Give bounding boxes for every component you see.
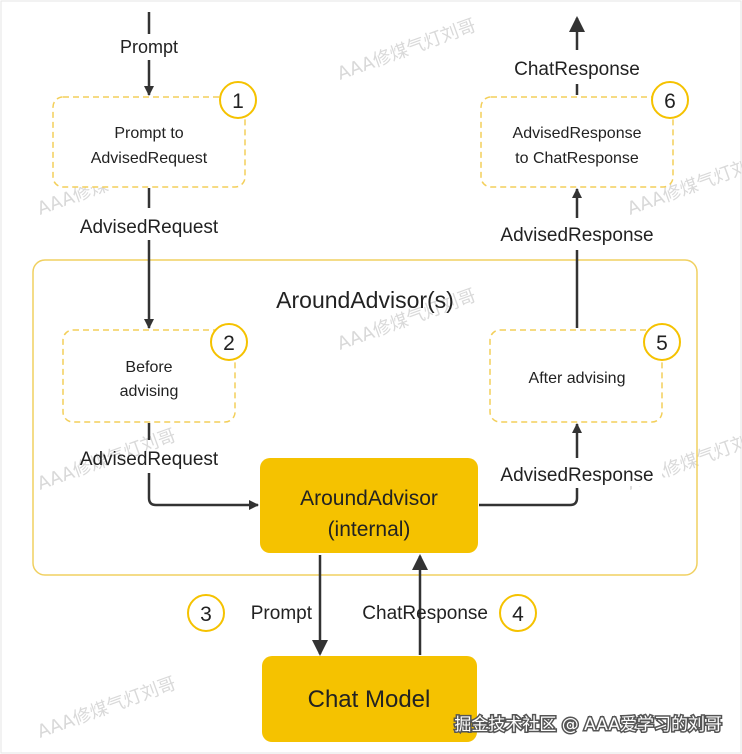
label-advised-response-2: AdvisedResponse bbox=[500, 465, 653, 486]
step-1-badge: 1 bbox=[219, 81, 257, 119]
group-title: AroundAdvisor(s) bbox=[276, 287, 454, 313]
label-chat-response-from-model: ChatResponse bbox=[362, 603, 488, 624]
step-5-badge: 5 bbox=[643, 323, 681, 361]
label-advised-request-2: AdvisedRequest bbox=[80, 449, 219, 470]
chat-model-label: Chat Model bbox=[308, 686, 431, 713]
label-prompt-to-model: Prompt bbox=[251, 603, 313, 624]
label-chat-response-out: ChatResponse bbox=[514, 59, 640, 80]
label-bg bbox=[490, 460, 662, 486]
arrow-to-internal bbox=[147, 473, 259, 510]
internal-box-line1: AroundAdvisor bbox=[300, 487, 438, 510]
around-advisors-group bbox=[32, 259, 698, 576]
watermark: AAA修煤气灯刘哥 bbox=[35, 673, 179, 743]
step-2-badge: 2 bbox=[210, 323, 248, 361]
step-1-box bbox=[52, 96, 246, 188]
step-2-box bbox=[62, 329, 236, 423]
step-4-badge: 4 bbox=[499, 594, 537, 632]
step-6-box bbox=[480, 96, 674, 188]
step-5-box bbox=[489, 329, 663, 423]
label-advised-request-1: AdvisedRequest bbox=[80, 217, 219, 238]
step-1-number: 1 bbox=[232, 90, 244, 113]
step-3-badge: 3 bbox=[187, 594, 225, 632]
step-6-text-line1: AdvisedResponse bbox=[513, 125, 642, 142]
internal-box-line2: (internal) bbox=[328, 518, 411, 541]
step-5-number: 5 bbox=[656, 332, 668, 355]
connector-internal-right bbox=[479, 488, 579, 507]
footer-credit: 掘金技术社区 @ AAA爱学习的刘哥 bbox=[454, 715, 722, 735]
label-prompt-in: Prompt bbox=[120, 37, 178, 57]
step-6-text-line2: to ChatResponse bbox=[515, 150, 639, 167]
step-3-number: 3 bbox=[200, 603, 212, 626]
watermark: AAA修煤气灯刘哥 bbox=[335, 15, 479, 85]
step-6-number: 6 bbox=[664, 90, 676, 113]
around-advisor-internal-box bbox=[260, 458, 478, 553]
step-2-text-line2: advising bbox=[120, 383, 179, 400]
step-1-text-line2: AdvisedRequest bbox=[91, 150, 208, 167]
step-1-text-line1: Prompt to bbox=[114, 125, 183, 142]
step-4-number: 4 bbox=[512, 603, 524, 626]
step-2-text-line1: Before bbox=[125, 359, 172, 376]
step-2-number: 2 bbox=[223, 332, 235, 355]
step-6-badge: 6 bbox=[651, 81, 689, 119]
label-bg bbox=[108, 34, 190, 60]
chat-model-box bbox=[262, 656, 477, 742]
label-advised-response-1: AdvisedResponse bbox=[500, 225, 653, 246]
step-5-text: After advising bbox=[529, 370, 626, 387]
